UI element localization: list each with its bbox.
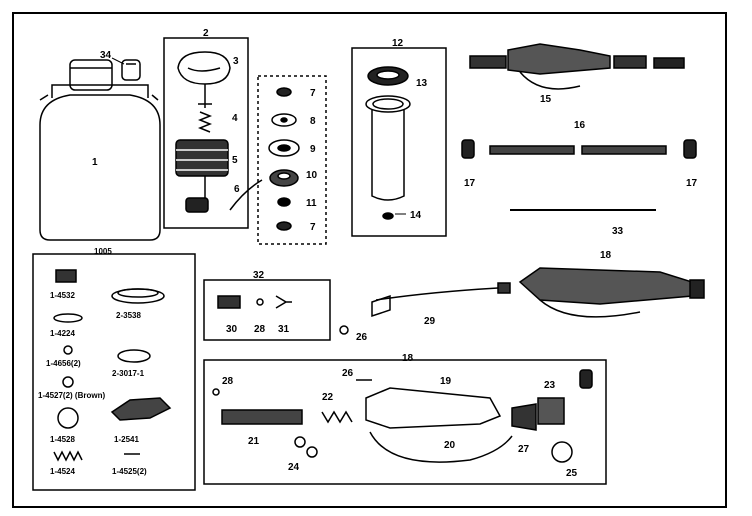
tank	[39, 59, 161, 241]
callout-18a: 18	[600, 250, 612, 261]
callout-24: 24	[288, 462, 300, 473]
callout-12: 12	[392, 38, 404, 49]
callout-23: 23	[544, 380, 556, 391]
kit-part-7: 1-4528	[50, 435, 75, 444]
callout-15: 15	[540, 94, 552, 105]
kit-part-5: 2-3017-1	[112, 369, 145, 378]
callout-17b: 17	[686, 178, 698, 189]
cylinder-parts	[365, 66, 411, 220]
callout-16: 16	[574, 120, 586, 131]
callout-33: 33	[612, 226, 624, 237]
callout-27: 27	[518, 444, 530, 455]
callout-29: 29	[424, 316, 436, 327]
nozzle-parts	[217, 295, 292, 309]
pump-box	[163, 37, 249, 229]
shutoff-box	[203, 359, 607, 485]
kit-part-9: 1-4524	[50, 467, 75, 476]
callout-31: 31	[278, 324, 290, 335]
callout-22: 22	[322, 392, 334, 403]
kit-parts	[53, 269, 172, 462]
kit-part-2: 2-3538	[116, 311, 141, 320]
kit-title: 1005	[94, 247, 112, 256]
callout-10: 10	[306, 170, 318, 181]
kit-box	[32, 253, 196, 491]
wand-16	[461, 139, 697, 159]
shutoff-exploded	[212, 369, 593, 463]
callout-28a: 28	[254, 324, 266, 335]
callout-8: 8	[310, 116, 316, 127]
callout-34: 34	[100, 50, 112, 61]
hose-15	[469, 43, 685, 90]
cylinder-box	[351, 47, 447, 237]
callout-6: 6	[234, 184, 240, 195]
callout-28b: 28	[222, 376, 234, 387]
callout-26b: 26	[342, 368, 354, 379]
callout-4: 4	[232, 113, 238, 124]
callout-20: 20	[444, 440, 456, 451]
callout-11: 11	[306, 198, 317, 209]
callout-1: 1	[92, 157, 98, 168]
callout-18b: 18	[402, 353, 414, 364]
outer-frame	[12, 12, 727, 508]
callout-9: 9	[310, 144, 316, 155]
callout-7b: 7	[310, 222, 316, 233]
callout-3: 3	[233, 56, 239, 67]
callout-2: 2	[203, 28, 209, 39]
callout-30: 30	[226, 324, 238, 335]
leader-34	[111, 57, 125, 65]
callout-21: 21	[248, 436, 260, 447]
kit-part-10: 1-4525(2)	[112, 467, 147, 476]
kit-part-3: 1-4224	[50, 329, 75, 338]
callout-19: 19	[440, 376, 452, 387]
seal-parts	[268, 87, 300, 231]
seals-box	[257, 75, 327, 245]
kit-part-1: 1-4532	[50, 291, 75, 300]
oring-26	[339, 325, 349, 335]
shutoff-18	[371, 267, 705, 318]
cap-34	[121, 59, 141, 81]
nozzle-box	[203, 279, 331, 341]
callout-26a: 26	[356, 332, 368, 343]
callout-14: 14	[410, 210, 422, 221]
kit-part-4: 1-4656(2)	[46, 359, 81, 368]
callout-5: 5	[232, 155, 238, 166]
kit-part-6: 1-4527(2) (Brown)	[38, 391, 105, 400]
kit-part-8: 1-2541	[114, 435, 139, 444]
callout-32: 32	[253, 270, 265, 281]
pump-parts	[175, 51, 263, 213]
callout-25: 25	[566, 468, 578, 479]
callout-13: 13	[416, 78, 428, 89]
callout-7a: 7	[310, 88, 316, 99]
callout-17a: 17	[464, 178, 476, 189]
